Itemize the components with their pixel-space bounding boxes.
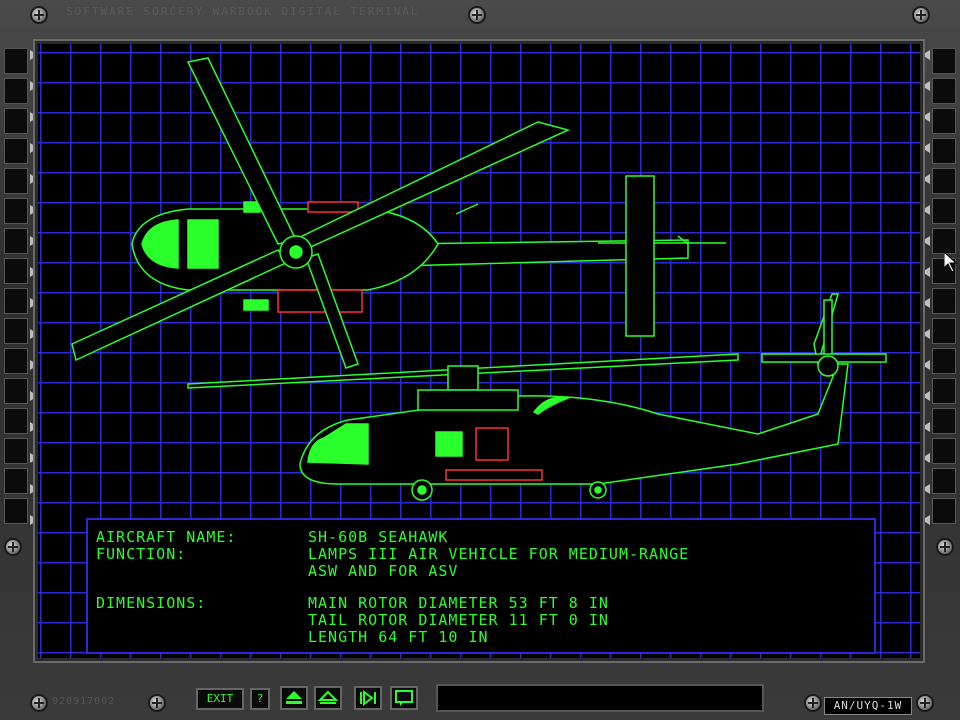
- aircraft-name-value: SH-60B SEAHAWK: [308, 528, 449, 546]
- dimensions-label: DIMENSIONS:: [96, 594, 207, 612]
- dimension-line-3: LENGTH 64 FT 10 IN: [308, 628, 489, 646]
- dimension-line-1: MAIN ROTOR DIAMETER 53 FT 8 IN: [308, 594, 609, 612]
- right-side-panel: [932, 48, 960, 528]
- status-display: [436, 684, 764, 712]
- eject-icon[interactable]: [280, 686, 308, 710]
- right-arrow-indicators: [922, 50, 932, 546]
- aircraft-name-label: AIRCRAFT NAME:: [96, 528, 237, 546]
- helicopter-schematic-icon: [71, 57, 887, 501]
- dimension-line-2: TAIL ROTOR DIAMETER 11 FT 0 IN: [308, 611, 609, 629]
- next-icon[interactable]: [354, 686, 382, 710]
- aircraft-info-panel: AIRCRAFT NAME: SH-60B SEAHAWK FUNCTION: …: [86, 518, 876, 654]
- screw-icon: [150, 696, 164, 710]
- screw-icon: [32, 8, 46, 22]
- function-line-1: LAMPS III AIR VEHICLE FOR MEDIUM-RANGE: [308, 545, 690, 563]
- display-screen: AIRCRAFT NAME: SH-60B SEAHAWK FUNCTION: …: [38, 44, 920, 658]
- up-eject-icon[interactable]: [314, 686, 342, 710]
- screw-icon: [938, 540, 952, 554]
- left-side-panel: [4, 48, 32, 528]
- screw-icon: [914, 8, 928, 22]
- terminal-title: SOFTWARE SORCERY WARBOOK DIGITAL TERMINA…: [66, 5, 420, 18]
- function-line-2: ASW AND FOR ASV: [308, 562, 459, 580]
- screw-icon: [806, 696, 820, 710]
- function-label: FUNCTION:: [96, 545, 187, 563]
- unit-designation: AN/UYQ-1W: [824, 697, 912, 715]
- mouse-cursor-icon: [944, 252, 958, 272]
- left-arrow-indicators: [30, 50, 40, 546]
- screw-icon: [6, 540, 20, 554]
- chat-icon[interactable]: [390, 686, 418, 710]
- screw-icon: [918, 696, 932, 710]
- screw-icon: [32, 696, 46, 710]
- help-button[interactable]: ?: [250, 688, 270, 710]
- exit-button[interactable]: EXIT: [196, 688, 244, 710]
- serial-number: 920917002: [52, 696, 116, 707]
- screw-icon: [470, 8, 484, 22]
